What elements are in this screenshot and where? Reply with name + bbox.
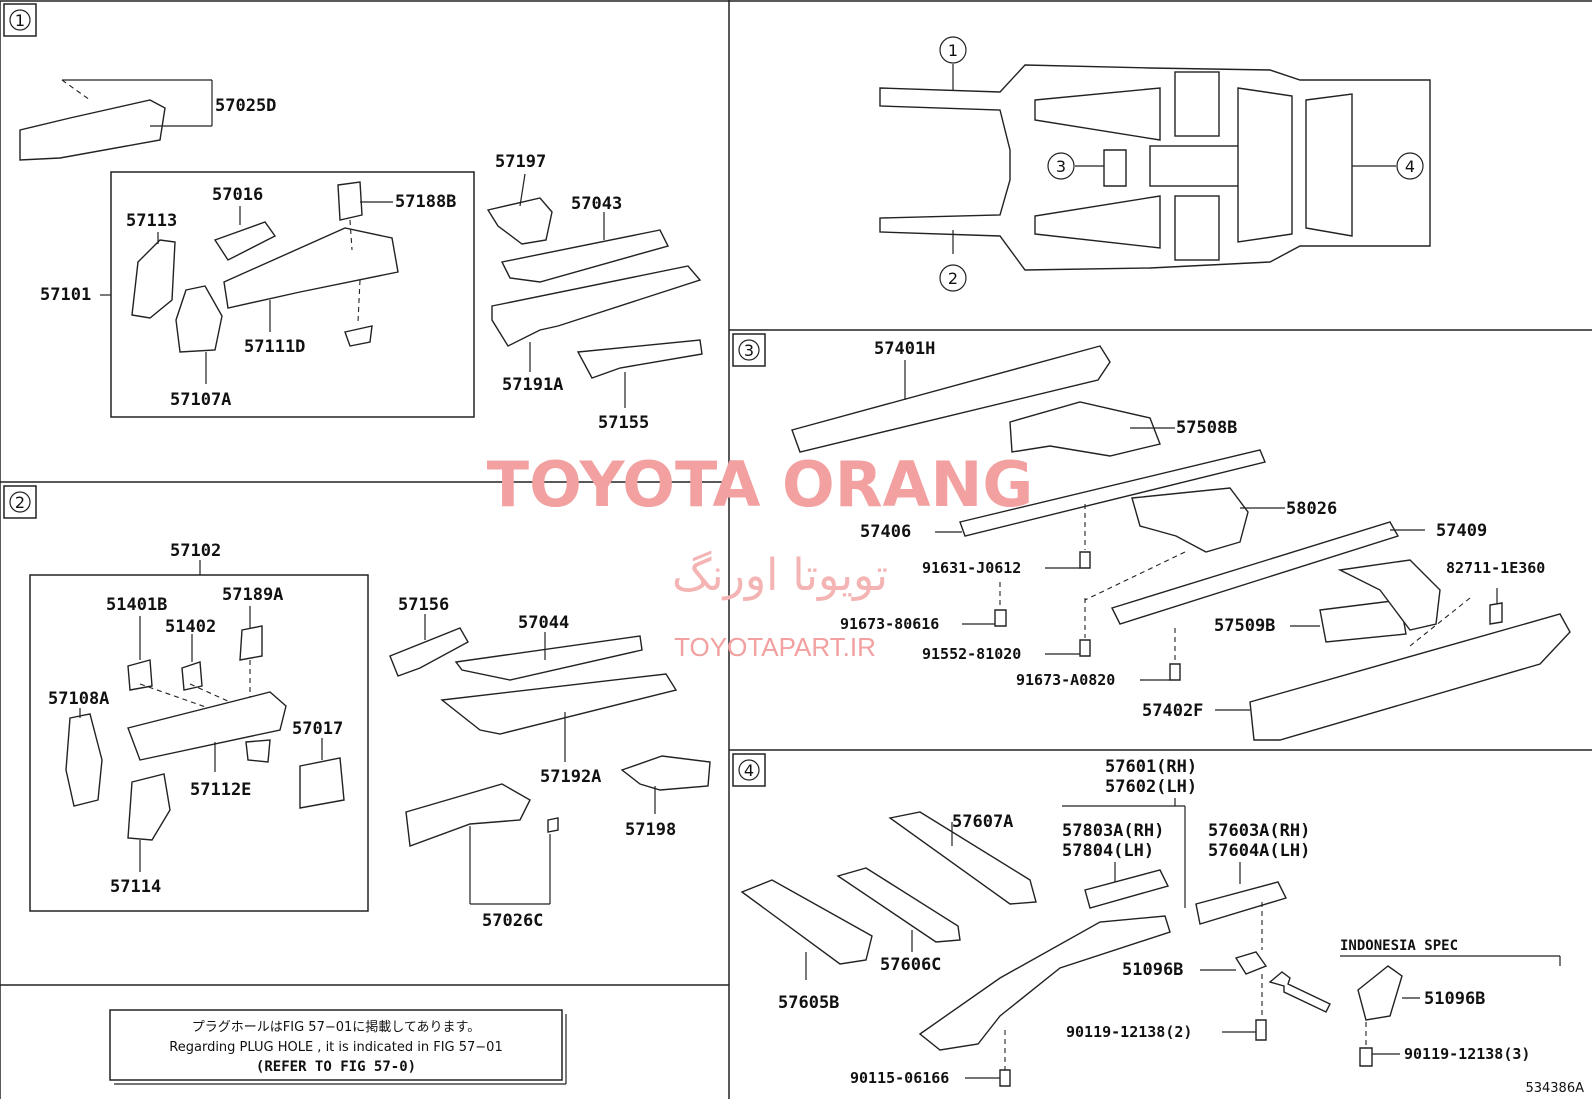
label-57113: 57113 bbox=[126, 211, 177, 231]
note-english: Regarding PLUG HOLE , it is indicated in… bbox=[169, 1040, 502, 1055]
section-marker-1: 1 bbox=[3, 3, 37, 37]
label-57191A: 57191A bbox=[502, 375, 563, 395]
section-marker-4: 4 bbox=[732, 753, 766, 787]
label-57108A: 57108A bbox=[48, 689, 109, 709]
label-57192A: 57192A bbox=[540, 767, 601, 787]
note-japanese: プラグホールはFIG 57−01に掲載してあります。 bbox=[192, 1019, 480, 1035]
section-3-parts: 57401H 57508B 57406 91631-J0612 58026 57… bbox=[791, 339, 1571, 741]
label-57107A: 57107A bbox=[170, 390, 231, 410]
label-57112E: 57112E bbox=[190, 780, 251, 800]
label-57198: 57198 bbox=[625, 820, 676, 840]
section-4-parts: 57601(RH) 57602(LH) 57803A(RH) 57804(LH)… bbox=[740, 757, 1561, 1087]
label-51402: 51402 bbox=[165, 617, 216, 637]
section-marker-3: 3 bbox=[732, 333, 766, 367]
label-57604A-lh: 57604A(LH) bbox=[1208, 841, 1310, 861]
label-90119-12138-2: 90119-12138(2) bbox=[1066, 1023, 1192, 1041]
label-57155: 57155 bbox=[598, 413, 649, 433]
label-57026C: 57026C bbox=[482, 911, 543, 931]
label-57804-lh: 57804(LH) bbox=[1062, 841, 1154, 861]
figure-id: 534386A bbox=[1525, 1081, 1584, 1096]
section-1-parts: 57025D 57101 57113 57016 57188B 57111D 5… bbox=[19, 79, 703, 433]
overview-callout-3: 3 bbox=[1056, 157, 1066, 176]
label-91673-80616: 91673-80616 bbox=[840, 615, 939, 633]
label-58026: 58026 bbox=[1286, 499, 1337, 519]
label-57508B: 57508B bbox=[1176, 418, 1237, 438]
label-57111D: 57111D bbox=[244, 337, 305, 357]
label-57605B: 57605B bbox=[778, 993, 839, 1013]
label-57603A-rh: 57603A(RH) bbox=[1208, 821, 1310, 841]
label-91631-J0612: 91631-J0612 bbox=[922, 559, 1021, 577]
note-reference: (REFER TO FIG 57-0) bbox=[256, 1059, 416, 1075]
label-57602-lh: 57602(LH) bbox=[1105, 777, 1197, 797]
label-57025D: 57025D bbox=[215, 96, 276, 116]
label-51401B: 51401B bbox=[106, 595, 167, 615]
label-57509B: 57509B bbox=[1214, 616, 1275, 636]
overview-callout-4: 4 bbox=[1405, 157, 1415, 176]
watermark: TOYOTA ORANG تویوتا اورنگ TOYOTAPART.IR bbox=[487, 448, 1033, 662]
label-57803A-rh: 57803A(RH) bbox=[1062, 821, 1164, 841]
label-57043: 57043 bbox=[571, 194, 622, 214]
label-57188B: 57188B bbox=[395, 192, 456, 212]
label-57601-rh: 57601(RH) bbox=[1105, 757, 1197, 777]
label-51096B-indonesia: 51096B bbox=[1424, 989, 1485, 1009]
overview-callout-2: 2 bbox=[948, 269, 958, 288]
section-marker-1-label: 1 bbox=[15, 11, 25, 30]
watermark-title: TOYOTA ORANG bbox=[487, 448, 1033, 521]
label-57189A: 57189A bbox=[222, 585, 283, 605]
label-90115-06166: 90115-06166 bbox=[850, 1069, 949, 1087]
underbody-overview: 1 2 3 4 bbox=[879, 36, 1431, 292]
label-57102: 57102 bbox=[170, 541, 221, 561]
label-57607A: 57607A bbox=[952, 812, 1013, 832]
watermark-url: TOYOTAPART.IR bbox=[674, 632, 876, 662]
indonesia-spec-heading: INDONESIA SPEC bbox=[1340, 938, 1458, 954]
label-90119-12138-3: 90119-12138(3) bbox=[1404, 1045, 1530, 1063]
label-57114: 57114 bbox=[110, 877, 161, 897]
label-57606C: 57606C bbox=[880, 955, 941, 975]
label-82711-1E360: 82711-1E360 bbox=[1446, 559, 1545, 577]
label-57406: 57406 bbox=[860, 522, 911, 542]
section-marker-3-label: 3 bbox=[744, 341, 754, 360]
label-91552-81020: 91552-81020 bbox=[922, 645, 1021, 663]
watermark-persian: تویوتا اورنگ bbox=[672, 550, 888, 601]
label-51096B-main: 51096B bbox=[1122, 960, 1183, 980]
label-57016: 57016 bbox=[212, 185, 263, 205]
section-2-parts: 57102 51401B 51402 57189A 57112E 57108A … bbox=[29, 541, 711, 931]
overview-callout-1: 1 bbox=[948, 41, 958, 60]
label-57401H: 57401H bbox=[874, 339, 935, 359]
arrow-icon bbox=[1268, 971, 1331, 1013]
label-57156: 57156 bbox=[398, 595, 449, 615]
label-57197: 57197 bbox=[495, 152, 546, 172]
section-marker-2: 2 bbox=[3, 485, 37, 519]
section-marker-4-label: 4 bbox=[744, 761, 754, 780]
label-91673-A0820: 91673-A0820 bbox=[1016, 671, 1115, 689]
label-57402F: 57402F bbox=[1142, 701, 1203, 721]
section-marker-2-label: 2 bbox=[15, 493, 25, 512]
label-57409: 57409 bbox=[1436, 521, 1487, 541]
plug-hole-note: プラグホールはFIG 57−01に掲載してあります。 Regarding PLU… bbox=[109, 1009, 567, 1085]
label-57101: 57101 bbox=[40, 285, 91, 305]
label-57017: 57017 bbox=[292, 719, 343, 739]
label-57044: 57044 bbox=[518, 613, 569, 633]
